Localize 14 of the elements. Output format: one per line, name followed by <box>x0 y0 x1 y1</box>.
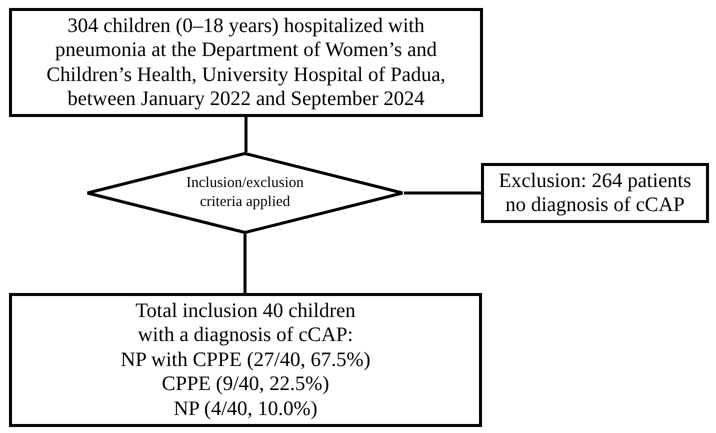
node-text: Total inclusion 40 children with a diagnosis of cCAP: <box>134 299 357 348</box>
process-box <box>481 163 709 223</box>
node-text: Exclusion: 264 patients no diagnosis of cCAP <box>498 168 692 218</box>
process-box <box>9 8 483 117</box>
node-text: CPPE (9/40, 22.5%) <box>162 372 330 397</box>
connector-line <box>244 234 246 293</box>
node-text: Inclusion/exclusion criteria applied <box>185 174 305 212</box>
node-text: NP with CPPE (27/40, 67.5%) <box>120 348 370 372</box>
node-text: NP (4/40, 10.0%) <box>174 396 318 421</box>
node-text: 304 children (0–18 years) hospitalized with pneumonia at the Department of Women’s and Children’s Health, University Hospital of Padua, between January 2022 and September 2024 <box>45 14 447 112</box>
decision-diamond <box>86 152 404 234</box>
connector-line <box>404 192 481 194</box>
process-box <box>9 293 482 427</box>
connector-line <box>244 117 248 152</box>
